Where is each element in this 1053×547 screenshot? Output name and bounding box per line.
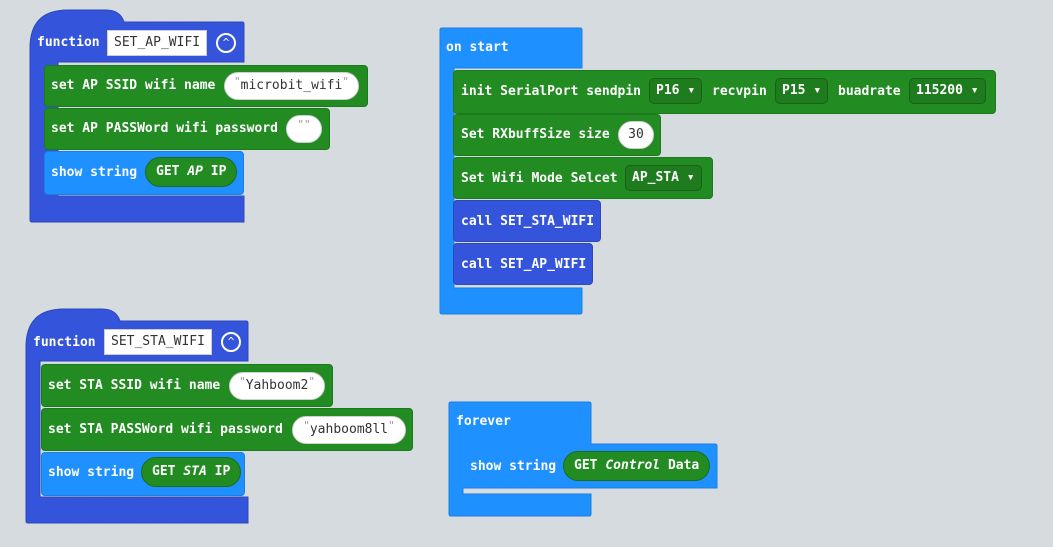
- set-sta-password-label: set STA PASSWord wifi password: [48, 422, 283, 437]
- init-serialport-label: init SerialPort sendpin: [461, 84, 642, 99]
- get-kind: Control: [605, 458, 661, 473]
- quote-icon: ": [342, 75, 349, 88]
- sta-password-value: yahboom8ll: [309, 422, 389, 437]
- get-suffix: IP: [210, 164, 227, 179]
- get-prefix: GET: [152, 464, 176, 479]
- caret-down-icon: ▾: [970, 83, 979, 98]
- quote-icon: ": [303, 419, 310, 432]
- sta-ssid-input[interactable]: "Yahboom2": [229, 372, 325, 400]
- get-kind: STA: [183, 464, 207, 479]
- ap-ssid-input[interactable]: "microbit_wifi": [224, 72, 359, 100]
- on-start-shape[interactable]: [438, 26, 586, 318]
- show-string-label: show string: [48, 465, 135, 480]
- get-ap-ip-reporter[interactable]: GET AP IP: [145, 157, 238, 187]
- recvpin-label: recvpin: [712, 84, 767, 99]
- sendpin-dropdown[interactable]: P16 ▾: [649, 78, 703, 104]
- call-set-ap-wifi-block[interactable]: [453, 243, 593, 285]
- function-keyword: function: [33, 335, 96, 350]
- on-start-title: on start: [446, 40, 509, 55]
- chevron-up-icon[interactable]: ^: [221, 332, 241, 352]
- call-set-ap-wifi-label: call SET_AP_WIFI: [461, 257, 587, 272]
- get-prefix: GET: [156, 164, 180, 179]
- call-set-sta-wifi-label: call SET_STA_WIFI: [461, 214, 595, 229]
- quote-icon: ": [239, 375, 246, 388]
- show-string-label: show string: [51, 165, 138, 180]
- get-suffix: Data: [667, 458, 700, 473]
- show-string-label: show string: [470, 459, 557, 474]
- function-name-field[interactable]: SET_AP_WIFI: [107, 30, 208, 56]
- quote-icon: ": [388, 419, 395, 432]
- chevron-up-icon[interactable]: ^: [216, 33, 236, 53]
- caret-down-icon: ▾: [687, 83, 696, 98]
- get-prefix: GET: [574, 458, 598, 473]
- caret-down-icon: ▾: [813, 83, 822, 98]
- quote-icon: ": [297, 118, 304, 131]
- ap-password-input[interactable]: "": [286, 115, 322, 143]
- sta-ssid-value: Yahboom2: [245, 378, 309, 393]
- get-suffix: IP: [214, 464, 231, 479]
- caret-down-icon: ▾: [686, 170, 695, 185]
- sta-password-input[interactable]: "yahboom8ll": [292, 416, 406, 444]
- baudrate-dropdown[interactable]: 115200 ▾: [909, 78, 986, 104]
- baudrate-label: buadrate: [838, 84, 901, 99]
- set-wifi-mode-label: Set Wifi Mode Selcet: [461, 171, 618, 186]
- sendpin-value: P16: [656, 83, 680, 98]
- init-serialport-block[interactable]: [453, 70, 996, 114]
- get-kind: AP: [187, 164, 203, 179]
- recvpin-value: P15: [782, 83, 806, 98]
- set-ap-password-block[interactable]: [44, 108, 330, 150]
- call-set-sta-wifi-block[interactable]: [453, 200, 601, 242]
- get-control-data-reporter[interactable]: GET Control Data: [563, 451, 711, 481]
- function-name-field[interactable]: SET_STA_WIFI: [104, 329, 212, 355]
- get-sta-ip-reporter[interactable]: GET STA IP: [141, 457, 242, 487]
- set-sta-ssid-label: set STA SSID wifi name: [48, 378, 221, 393]
- quote-icon: ": [308, 375, 315, 388]
- rxbuff-input[interactable]: 30: [618, 121, 654, 149]
- forever-title: forever: [456, 414, 511, 429]
- set-ap-password-label: set AP PASSWord wifi password: [51, 121, 278, 136]
- quote-icon: ": [304, 118, 311, 131]
- wifi-mode-dropdown[interactable]: AP_STA ▾: [625, 165, 702, 191]
- wifi-mode-value: AP_STA: [632, 170, 679, 185]
- function-keyword: function: [37, 35, 100, 50]
- recvpin-dropdown[interactable]: P15 ▾: [775, 78, 829, 104]
- set-rxbuff-label: Set RXbuffSize size: [461, 127, 610, 142]
- ap-ssid-value: microbit_wifi: [240, 78, 343, 93]
- set-ap-ssid-label: set AP SSID wifi name: [51, 78, 216, 93]
- baudrate-value: 115200: [916, 83, 963, 98]
- quote-icon: ": [234, 75, 241, 88]
